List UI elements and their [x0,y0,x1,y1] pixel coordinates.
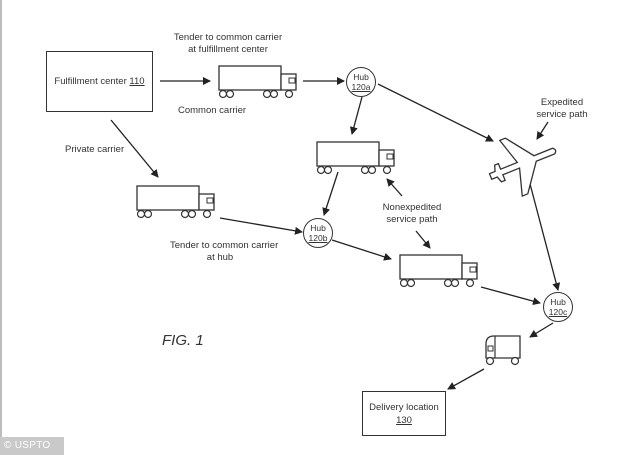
label-line: service path [386,214,438,225]
pointer-nonexpedited-up [386,178,403,197]
truck-icon [218,65,297,99]
fulfillment-center-label: Fulfillment center [54,76,127,87]
pointer-expedited [536,121,549,140]
arrow-truck4-to-hub-c [480,286,541,306]
arrow-fc-to-truck2 [110,119,159,178]
hub-ref: 120c [548,307,568,317]
nonexpedited-service-path-label: Nonexpedited service path [380,202,444,226]
arrow-hub-c-to-van [529,322,554,338]
truck-icon [136,185,215,219]
hub-120c: Hub 120c [543,292,573,322]
truck-icon [316,141,395,175]
label-line: Nonexpedited [382,202,442,213]
frame-border [0,0,2,455]
fulfillment-center-ref: 110 [129,76,145,87]
label-line: at hub [206,252,234,263]
label-line: Tender to common carrier [170,240,279,251]
tender-fulfillment-label: Tender to common carrier at fulfillment … [168,32,288,56]
hub-ref: 120b [308,233,328,243]
truck-icon [399,254,478,288]
hub-120a: Hub 120a [346,67,376,97]
label-line: at fulfillment center [188,44,268,55]
hub-label: Hub [353,72,369,82]
delivery-location-label: Delivery location [369,401,439,413]
arrow-truck2-to-hub-b [219,217,303,235]
airplane-icon [488,137,557,197]
pointer-nonexpedited-down [415,230,431,249]
tender-hub-label: Tender to common carrier at hub [170,240,279,264]
figure-caption: FIG. 1 [162,332,204,349]
delivery-van-icon [485,335,521,366]
fulfillment-center-box: Fulfillment center 110 [46,51,153,112]
label-line: Tender to common carrier [173,32,283,43]
arrow-hub-b-to-truck4 [331,239,392,261]
hub-ref: 120a [351,82,371,92]
image-credit: © USPTO [0,437,64,455]
common-carrier-label: Common carrier [178,105,247,116]
hub-label: Hub [310,223,326,233]
private-carrier-label: Private carrier [65,144,125,155]
hub-label: Hub [550,297,566,307]
arrow-truck3-to-hub-b [322,171,339,216]
delivery-location-ref: 130 [396,414,412,426]
arrow-hub-a-to-truck3 [349,96,363,135]
label-line: service path [536,109,588,120]
arrow-hub-a-to-plane [377,83,494,142]
label-line: Expedited [540,97,584,108]
hub-120b: Hub 120b [303,218,333,248]
expedited-service-path-label: Expedited service path [530,97,594,121]
arrow-van-to-delivery [447,368,485,390]
delivery-location-box: Delivery location 130 [362,391,446,436]
arrow-plane-to-hub-c [528,179,561,291]
